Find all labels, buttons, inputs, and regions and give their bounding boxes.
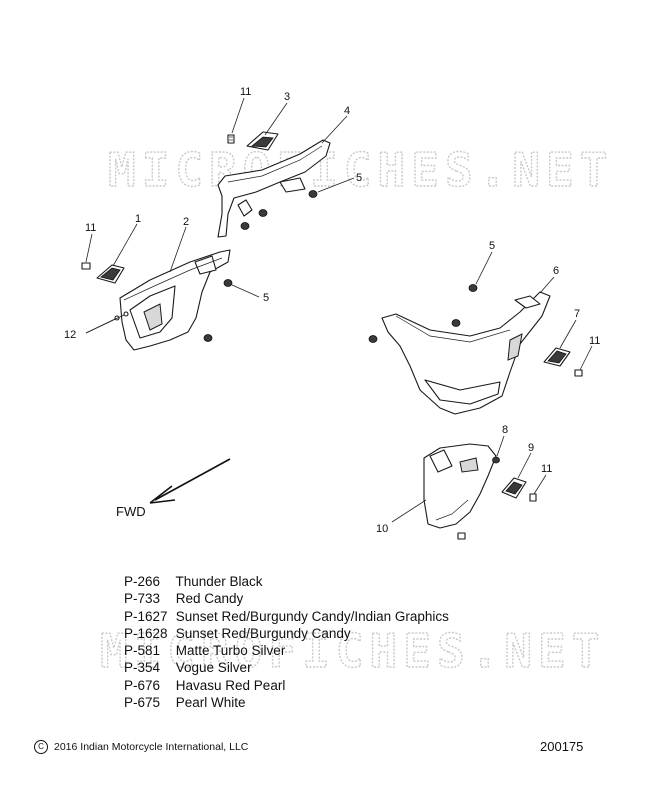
trim-part-4 — [217, 139, 331, 238]
screw-part-11-top — [227, 134, 235, 144]
document-number: 200175 — [540, 739, 584, 754]
callout-11-right: 11 — [589, 335, 600, 347]
callout-11-left: 11 — [85, 222, 96, 234]
copyright-notice: C 2016 Indian Motorcycle International, … — [34, 740, 248, 754]
color-option: P-675 Pearl White — [124, 695, 246, 711]
screw-part-11-right — [574, 369, 583, 377]
callout-11-top: 11 — [240, 86, 251, 98]
color-option: P-1628 Sunset Red/Burgundy Candy — [124, 625, 351, 641]
emblem-part-9 — [501, 477, 527, 499]
color-option: P-733 Red Candy — [124, 591, 244, 607]
color-option: P-676 Havasu Red Pearl — [124, 677, 286, 693]
copyright-text: 2016 Indian Motorcycle International, LL… — [54, 741, 249, 753]
watermark-top: MICROFICHES.NET — [108, 143, 613, 197]
forward-arrow — [149, 458, 231, 504]
callout-3: 3 — [284, 91, 290, 103]
callout-1: 1 — [135, 213, 141, 225]
emblem-part-3 — [246, 131, 279, 151]
emblem-part-7 — [543, 347, 571, 367]
callout-12: 12 — [64, 329, 76, 341]
callout-9: 9 — [528, 442, 534, 454]
callout-5-top: 5 — [356, 172, 362, 184]
callout-5-middle: 5 — [263, 292, 269, 304]
cover-part-10 — [423, 443, 497, 529]
callout-2: 2 — [183, 216, 189, 228]
color-option: P-1627 Sunset Red/Burgundy Candy/Indian … — [124, 608, 449, 624]
callout-10: 10 — [376, 523, 388, 535]
color-option: P-266 Thunder Black — [124, 574, 263, 589]
grommet-part-5-e — [468, 284, 478, 292]
watermark-bottom: MICROFICHES.NET — [100, 624, 605, 678]
color-option: P-354 Vogue Silver — [124, 660, 252, 676]
color-option: P-581 Matte Turbo Silver — [124, 643, 286, 659]
callout-6: 6 — [553, 265, 559, 277]
side-cover-part-6 — [381, 291, 551, 415]
callout-7: 7 — [574, 308, 580, 320]
grommet-part-5-g — [368, 335, 378, 343]
grommet-part-12 — [203, 334, 213, 342]
screw-part-11-left — [81, 262, 91, 270]
rivet-part-12-b — [123, 311, 129, 317]
grommet-part-5-a — [258, 209, 268, 217]
grommet-part-5-d — [223, 279, 233, 287]
grommet-part-5-c — [308, 190, 318, 198]
callout-8: 8 — [502, 424, 508, 436]
copyright-icon: C — [34, 740, 48, 754]
grommet-part-8 — [492, 456, 500, 464]
leader-lines — [85, 97, 593, 523]
callout-11-lower: 11 — [541, 463, 552, 475]
grommet-part-5-f — [451, 319, 461, 327]
fwd-label: FWD — [116, 504, 146, 519]
screw-part-11-lower — [529, 493, 537, 502]
callout-5-right: 5 — [489, 240, 495, 252]
callout-4: 4 — [344, 105, 350, 117]
side-cover-part-2 — [119, 249, 231, 351]
grommet-part-5-b — [240, 222, 250, 230]
emblem-part-1 — [96, 264, 125, 284]
screw-part-10 — [457, 532, 466, 540]
color-options-list: P-266 Thunder Black P-733 Red Candy P-16… — [124, 573, 449, 711]
